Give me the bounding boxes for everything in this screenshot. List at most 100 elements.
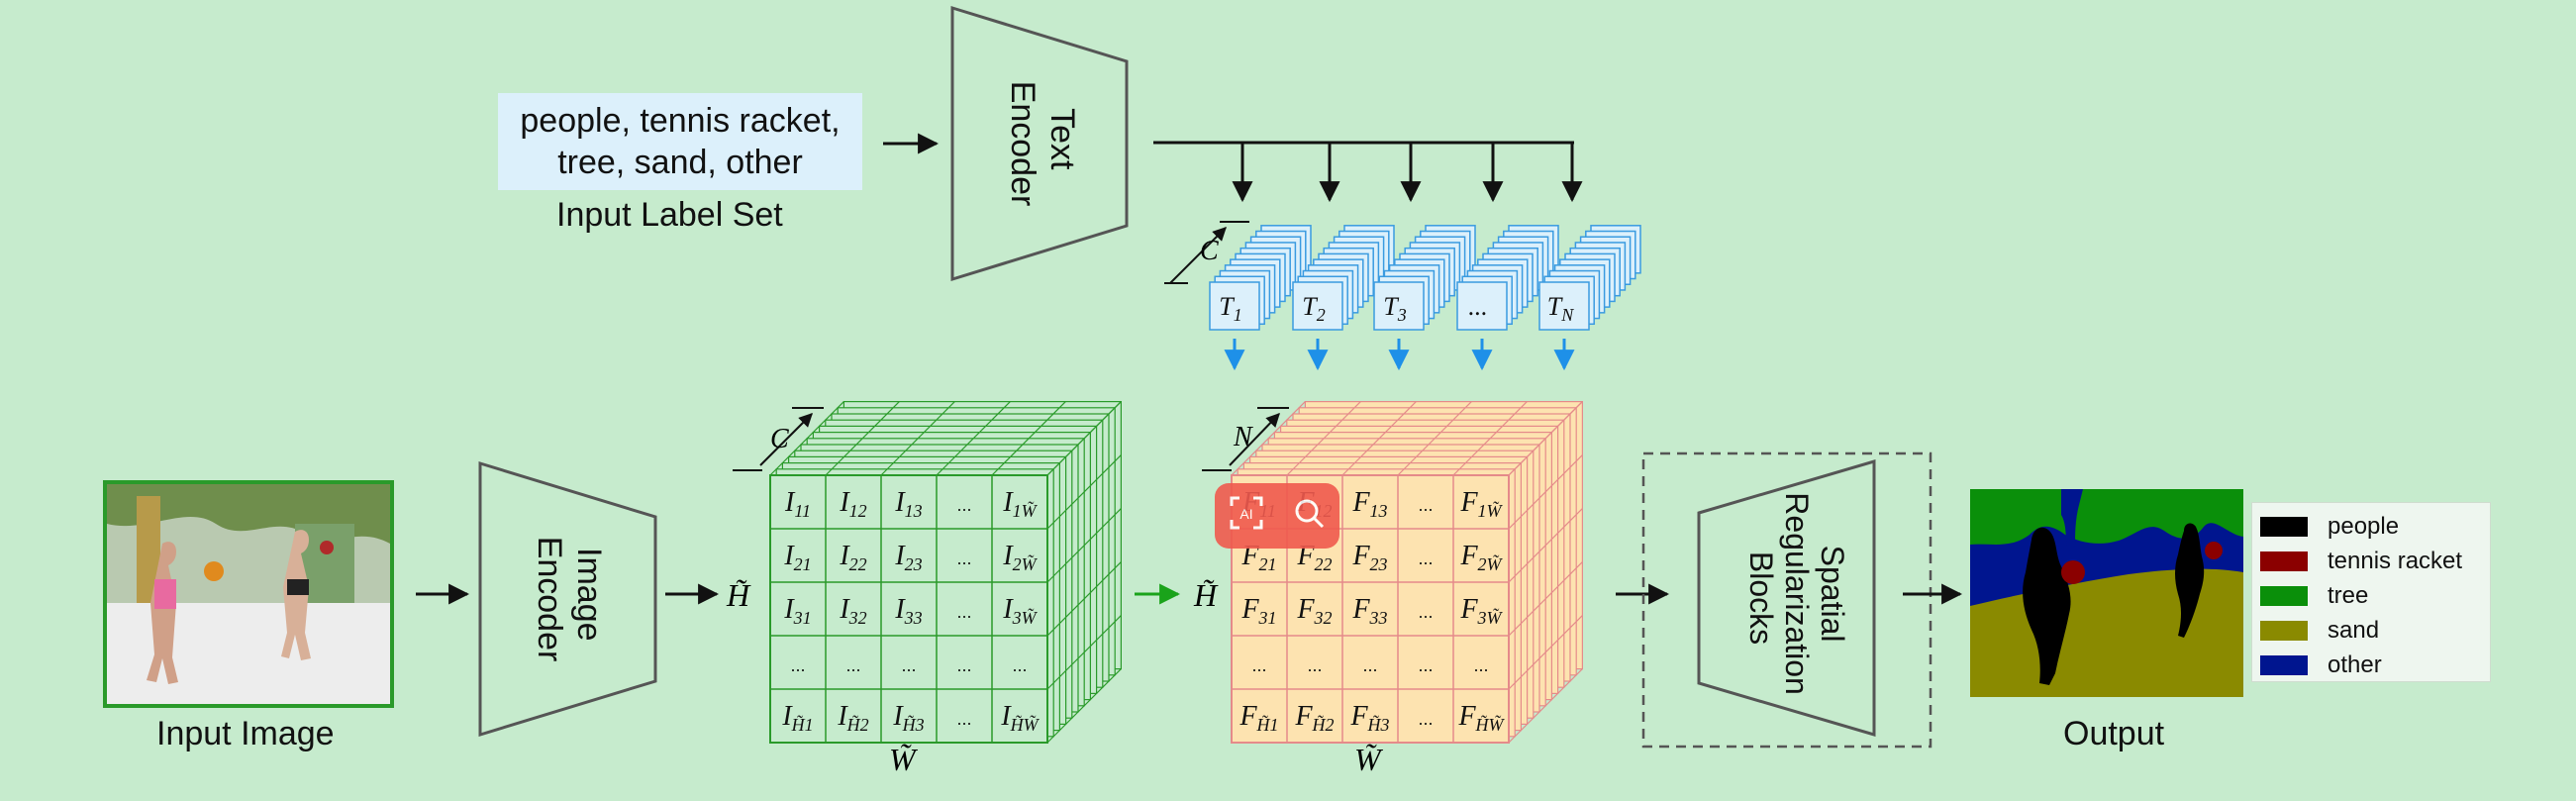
token-c-label: C xyxy=(1200,236,1219,266)
text-encoder-label: Text Encoder xyxy=(1004,81,1081,207)
grid-cell-label: I3W̃ xyxy=(1002,594,1038,628)
grid-cell-label: ... xyxy=(956,495,971,515)
token-c-dim xyxy=(1169,227,1227,284)
grid-cell-label: I33 xyxy=(894,594,922,628)
grid-cell-label: I11 xyxy=(784,487,811,521)
grid-cell-label: IH̃W̃ xyxy=(1000,701,1040,735)
grid-cell-label: F31 xyxy=(1240,594,1276,628)
legend-swatch xyxy=(2260,620,2308,641)
grid-cell-label: ... xyxy=(1418,655,1433,675)
legend-item: tennis racket xyxy=(2252,544,2490,578)
grid-cell-label: ... xyxy=(956,549,971,568)
grid-cell-label: F32 xyxy=(1296,594,1332,628)
svg-text:AI: AI xyxy=(1239,506,1252,522)
grid-cell-label: I12 xyxy=(839,487,866,521)
grid-cell-label: FH̃W̃ xyxy=(1457,701,1505,735)
image-encoder-label: Image Encoder xyxy=(531,537,608,662)
token-arrows xyxy=(1224,339,1575,371)
legend-label: tennis racket xyxy=(2328,547,2463,574)
grid-cell-label: FH̃1 xyxy=(1238,701,1278,735)
text-token-group: T1 T2 T3... TN xyxy=(1209,225,1641,331)
image-c-label: C xyxy=(770,424,789,454)
label-set-line-2: tree, sand, other xyxy=(557,144,803,181)
legend-item: people xyxy=(2252,509,2490,544)
text-token: T1 xyxy=(1209,225,1312,331)
feature-n-dim xyxy=(1229,412,1280,466)
text-encoder-block xyxy=(950,5,1129,282)
input-label-set-box: people, tennis racket, tree, sand, other xyxy=(498,93,862,190)
legend-item: tree xyxy=(2252,578,2490,613)
grid-cell-label: I1W̃ xyxy=(1002,487,1038,521)
grid-cell-label: ... xyxy=(1418,602,1433,622)
legend-swatch xyxy=(2260,654,2308,675)
grid-cell-label: ... xyxy=(1012,655,1027,675)
legend-rows: people tennis racket tree sand other xyxy=(2252,503,2490,682)
token-label: ... xyxy=(1468,292,1488,321)
legend-swatch xyxy=(2260,516,2308,537)
text-token: T3 xyxy=(1373,225,1476,331)
image-grid-w-label: W̃ xyxy=(889,742,919,777)
grid-cell-label: I31 xyxy=(783,594,811,628)
grid-cell-label: IH̃3 xyxy=(892,701,924,735)
search-icon[interactable] xyxy=(1292,496,1326,537)
grid-cell-label: FH̃3 xyxy=(1349,701,1389,735)
text-token: T2 xyxy=(1292,225,1395,331)
spatial-regularization-frame xyxy=(1641,451,1932,749)
image-grid-h-label: H̃ xyxy=(726,577,751,613)
grid-cell-label: IH̃1 xyxy=(781,701,813,735)
legend-label: people xyxy=(2328,512,2400,540)
grid-cell-label: IH̃2 xyxy=(837,701,868,735)
text-token: TN xyxy=(1538,225,1641,331)
legend-label: tree xyxy=(2328,581,2369,609)
broadcast-arrows xyxy=(1232,143,1583,203)
spatial-regularization-block xyxy=(1697,458,1876,738)
legend-swatch xyxy=(2260,551,2308,571)
grid-cell-label: I23 xyxy=(894,541,922,574)
input-image-caption: Input Image xyxy=(156,715,335,752)
input-label-set-caption: Input Label Set xyxy=(556,196,783,234)
grid-cell-label: I21 xyxy=(783,541,811,574)
legend-item: sand xyxy=(2252,613,2490,648)
feature-grid-h-label: H̃ xyxy=(1193,577,1219,613)
image-feature-cube: I11 I12 I13... I1W̃ I21 I22 I23... I2W̃ I31 I32 I3… xyxy=(769,401,1123,744)
feature-cube: F11F12F13...F1W̃F21F22F23...F2W̃F31F32F3… xyxy=(1231,401,1584,744)
grid-cell-label: ... xyxy=(1418,495,1433,515)
grid-cell-label: ... xyxy=(956,709,971,729)
grid-cell-label: FH̃2 xyxy=(1294,701,1334,735)
grid-cell-label: F1W̃ xyxy=(1459,487,1503,521)
grid-cell-label: F3W̃ xyxy=(1459,594,1503,628)
grid-cell-label: ... xyxy=(1473,655,1488,675)
token-label: T3 xyxy=(1383,292,1406,325)
legend-label: other xyxy=(2328,651,2382,678)
spatial-regularization-label: Spatial Regularization Blocks xyxy=(1743,492,1850,703)
input-image xyxy=(103,480,394,708)
grid-cell-label: ... xyxy=(1307,655,1322,675)
grid-cell-label: I22 xyxy=(839,541,866,574)
overlay-toolbar[interactable]: AI xyxy=(1215,483,1339,549)
grid-cell-label: ... xyxy=(1362,655,1377,675)
image-encoder-block xyxy=(478,460,657,738)
grid-cell-label: F23 xyxy=(1351,541,1387,574)
legend-swatch xyxy=(2260,585,2308,606)
token-label: TN xyxy=(1547,292,1574,325)
grid-cell-label: ... xyxy=(1251,655,1266,675)
output-caption: Output xyxy=(2063,715,2165,752)
ai-scan-icon[interactable]: AI xyxy=(1230,496,1263,537)
grid-cell-label: ... xyxy=(901,655,916,675)
grid-cell-label: F2W̃ xyxy=(1459,541,1503,574)
grid-cell-label: I13 xyxy=(894,487,922,521)
text-token: ... xyxy=(1456,225,1559,331)
grid-cell-label: ... xyxy=(956,602,971,622)
label-set-line-1: people, tennis racket, xyxy=(520,102,841,140)
input-photo-illustration xyxy=(107,484,390,704)
grid-cell-label: ... xyxy=(1418,549,1433,568)
grid-cell-label: ... xyxy=(956,655,971,675)
grid-cell-label: I32 xyxy=(839,594,866,628)
output-legend: people tennis racket tree sand other xyxy=(2251,502,2491,682)
output-segmentation-map xyxy=(1970,489,2243,697)
token-label: T2 xyxy=(1302,292,1325,325)
token-label: T1 xyxy=(1219,292,1241,325)
grid-cell-label: ... xyxy=(790,655,805,675)
grid-cell-label: I2W̃ xyxy=(1002,541,1038,574)
